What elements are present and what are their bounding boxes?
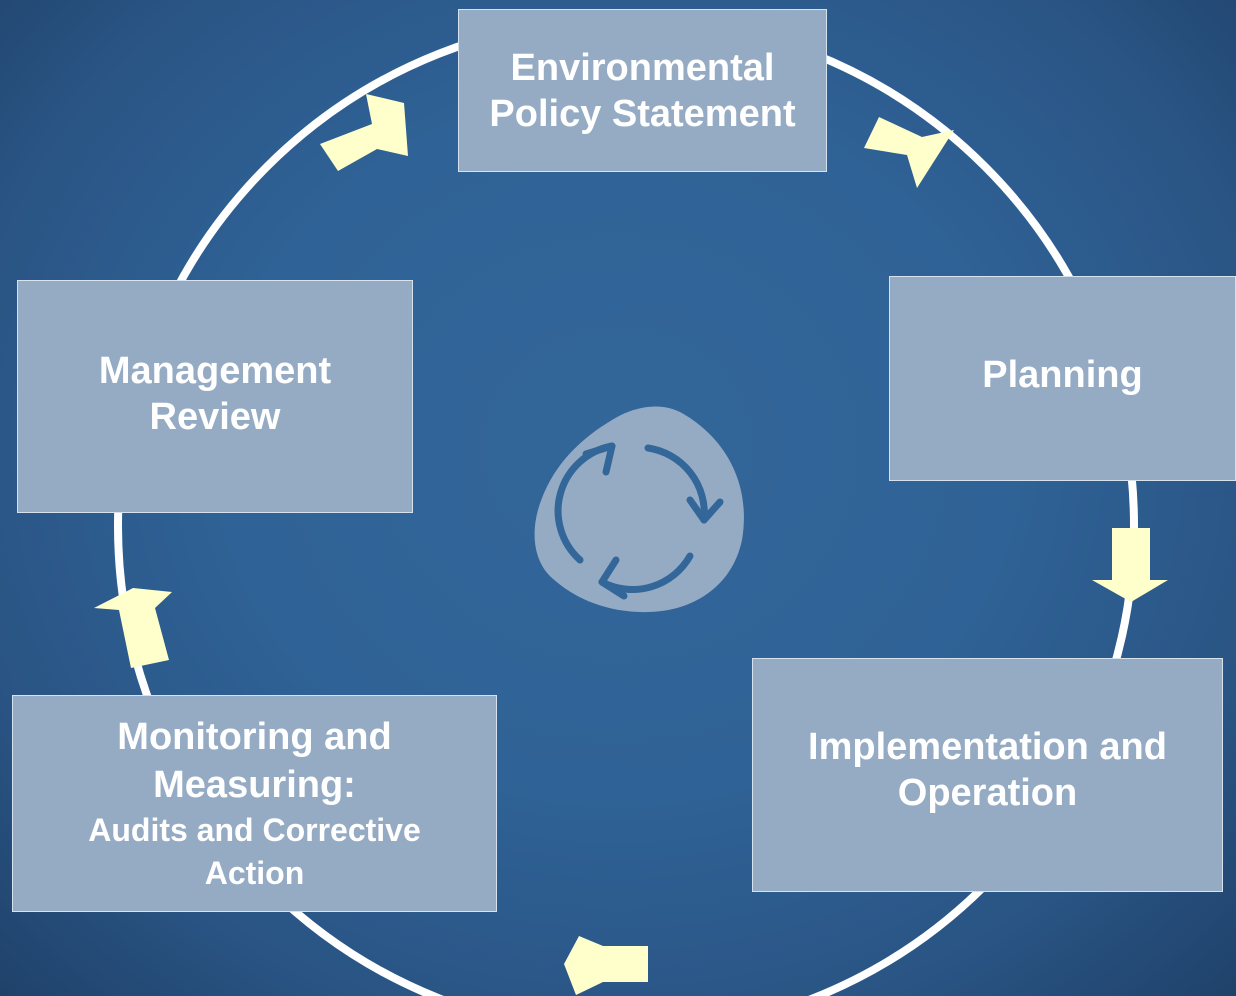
arrow-implementation-to-monitoring <box>564 936 648 995</box>
arrow-monitoring-to-review <box>94 588 172 668</box>
cycle-refresh-icon <box>534 406 744 613</box>
node-label-line: Planning <box>982 354 1143 396</box>
node-label-line: Policy Statement <box>489 92 796 135</box>
node-label-line: Operation <box>897 771 1078 814</box>
node-sublabel-line: Action <box>204 855 305 892</box>
arrow-policy-to-planning <box>864 117 954 188</box>
arrow-planning-to-implementation <box>1092 528 1168 602</box>
node-planning: Planning <box>889 276 1236 481</box>
node-monitoring-and-measuring: Monitoring and Measuring: Audits and Cor… <box>12 695 497 912</box>
node-label-line: Implementation and <box>808 726 1167 768</box>
node-label-line: Review <box>149 395 281 438</box>
node-management-review: Management Review <box>17 280 413 513</box>
node-label-line: Environmental <box>510 47 775 89</box>
node-label-line: Monitoring and <box>117 716 392 758</box>
node-sublabel-line: Audits and Corrective <box>88 812 421 848</box>
cycle-arrows <box>94 94 1168 995</box>
node-label-line: Measuring: <box>153 763 356 806</box>
node-label-line: Management <box>98 350 332 392</box>
node-environmental-policy-statement: Environmental Policy Statement <box>458 9 827 172</box>
node-implementation-and-operation: Implementation and Operation <box>752 658 1223 892</box>
arrow-review-to-policy <box>320 94 408 171</box>
